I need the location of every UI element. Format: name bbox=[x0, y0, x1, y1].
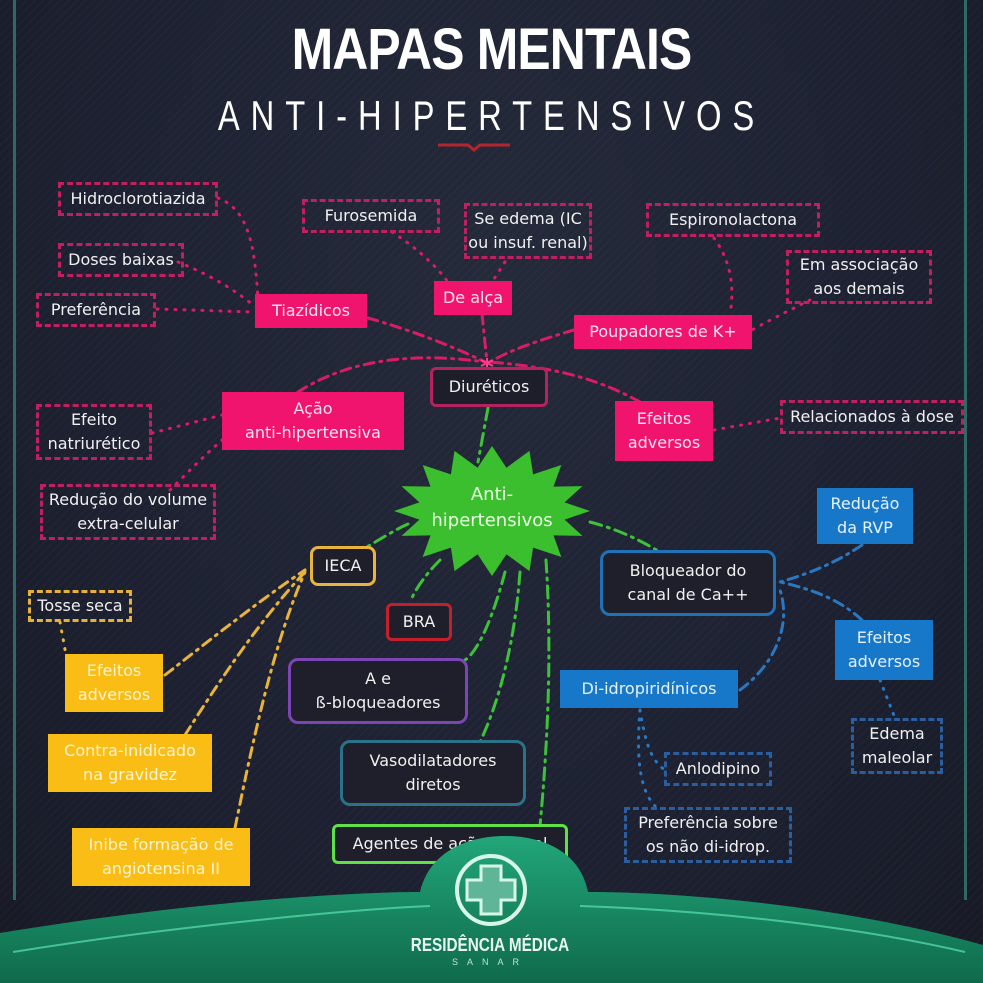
title-accent-divider bbox=[438, 143, 510, 152]
diureticos-arrow-burst bbox=[480, 358, 494, 368]
detail-doses-baixas: Doses baixas bbox=[58, 243, 184, 277]
link-center-central bbox=[538, 558, 551, 828]
node-ieca[interactable]: IECA bbox=[310, 546, 376, 586]
link-dose-efeitos bbox=[712, 416, 782, 432]
page-title: MAPAS MENTAIS bbox=[291, 17, 693, 82]
link-tosse-efeitos bbox=[58, 620, 68, 657]
brand-name: RESIDÊNCIA MÉDICA bbox=[410, 935, 570, 955]
node-diureticos[interactable]: Diuréticos bbox=[430, 367, 548, 407]
node-tiazidicos[interactable]: Tiazídicos bbox=[255, 294, 367, 328]
link-preferencia-tiazidicos bbox=[155, 307, 255, 314]
link-center-diureticos bbox=[476, 406, 490, 464]
link-doses-tiazidicos bbox=[176, 260, 255, 307]
link-contra-ieca bbox=[183, 570, 307, 737]
detail-espironolactona: Espironolactona bbox=[646, 203, 820, 237]
node-beta-bloqueadores[interactable]: A e ß-bloqueadores bbox=[288, 658, 468, 724]
node-acao-anti-hipertensiva[interactable]: Ação anti-hipertensiva bbox=[222, 392, 404, 450]
detail-preferencia-sobre: Preferência sobre os não di-idrop. bbox=[624, 807, 792, 863]
detail-preferencia: Preferência bbox=[36, 293, 156, 327]
link-associacao-poupadores bbox=[750, 298, 812, 332]
node-vasodilatadores[interactable]: Vasodilatadores diretos bbox=[340, 740, 526, 806]
detail-reducao-volume: Redução do volume extra-celular bbox=[40, 484, 216, 540]
node-de-alca[interactable]: De alça bbox=[434, 281, 512, 315]
detail-tosse-seca: Tosse seca bbox=[28, 590, 132, 622]
link-center-bra bbox=[408, 558, 442, 604]
link-rvp-bcc bbox=[778, 543, 864, 584]
footer-banner bbox=[0, 836, 983, 983]
link-efeitos-diureticos bbox=[488, 360, 642, 404]
right-frame-line bbox=[964, 0, 967, 900]
node-contra-indicado[interactable]: Contra-inidicado na gravidez bbox=[48, 734, 212, 792]
left-frame-line bbox=[13, 0, 16, 900]
center-starburst-shape bbox=[394, 446, 590, 576]
detail-em-associacao: Em associação aos demais bbox=[786, 250, 932, 304]
link-volume-acao bbox=[168, 438, 224, 492]
link-hidro-tiazidicos bbox=[216, 196, 260, 302]
link-dihidro-anlodipino bbox=[638, 708, 667, 772]
center-node-label[interactable]: Anti- hipertensivos bbox=[431, 484, 553, 531]
node-reducao-rvp[interactable]: Redução da RVP bbox=[817, 488, 913, 544]
link-center-bcc bbox=[588, 520, 667, 557]
node-efeitos-adversos-diureticos[interactable]: Efeitos adversos bbox=[615, 401, 713, 461]
node-poupadores-k[interactable]: Poupadores de K+ bbox=[574, 315, 752, 349]
link-furosemida-dealca bbox=[390, 230, 452, 287]
page-subtitle: ANTI-HIPERTENSIVOS bbox=[217, 92, 766, 139]
node-di-idropiridinicos[interactable]: Di-idropiridínicos bbox=[560, 670, 738, 708]
link-poupadores-diureticos bbox=[488, 328, 576, 364]
link-dihidro-bcc bbox=[738, 588, 786, 692]
node-inibe-angiotensina[interactable]: Inibe formação de angiotensina II bbox=[72, 828, 250, 886]
link-efeitos-ieca bbox=[163, 568, 307, 677]
link-efeitos-edema bbox=[878, 678, 897, 720]
detail-relacionados-dose: Relacionados à dose bbox=[780, 400, 964, 434]
center-starburst-icon bbox=[394, 446, 590, 576]
node-bra[interactable]: BRA bbox=[386, 603, 452, 641]
link-center-betabloq bbox=[463, 570, 507, 662]
medical-cross-icon bbox=[455, 854, 527, 926]
link-center-vasodil bbox=[478, 570, 522, 744]
detail-hidroclorotiazida: Hidroclorotiazida bbox=[58, 182, 218, 216]
detail-furosemida: Furosemida bbox=[302, 199, 440, 233]
detail-edema-maleolar: Edema maleolar bbox=[851, 718, 943, 774]
link-efeitos-bcc bbox=[778, 580, 864, 622]
node-bloqueador-canal-ca[interactable]: Bloqueador do canal de Ca++ bbox=[600, 550, 776, 616]
link-tiazidicos-diureticos bbox=[366, 316, 487, 364]
link-dihidro-preferencia bbox=[637, 708, 657, 808]
detail-efeito-natriuretico: Efeito natriurético bbox=[36, 404, 152, 460]
link-inibe-ieca bbox=[233, 570, 307, 830]
detail-anlodipino: Anlodipino bbox=[664, 752, 772, 786]
link-dealca-diureticos bbox=[480, 312, 489, 364]
node-efeitos-adversos-bcc[interactable]: Efeitos adversos bbox=[835, 620, 933, 680]
detail-se-edema: Se edema (IC ou insuf. renal) bbox=[464, 203, 592, 259]
link-espiro-poupadores bbox=[712, 236, 734, 317]
link-natriuretico-acao bbox=[150, 413, 224, 435]
brand-subtitle: SANAR bbox=[451, 957, 528, 967]
link-acao-diureticos bbox=[296, 356, 487, 394]
node-efeitos-adversos-ieca[interactable]: Efeitos adversos bbox=[65, 654, 163, 712]
